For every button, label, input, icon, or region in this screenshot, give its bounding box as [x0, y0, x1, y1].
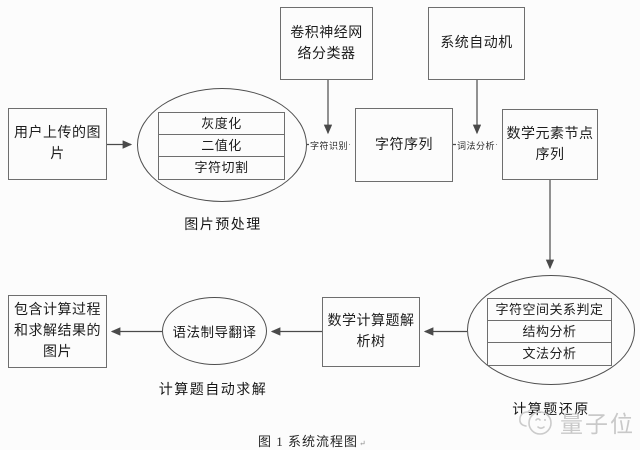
- node-system-automaton-label: 系统自动机: [440, 36, 513, 51]
- node-char-sequence: 字符序列: [355, 108, 453, 182]
- node-math-element-nodes: 数学元素节点序列: [502, 109, 598, 180]
- edge-label-char-recognition: 字符识别: [309, 139, 350, 152]
- node-result-image-label: 包含计算过程和求解结果的图片: [14, 303, 101, 360]
- node-preprocess-steps: 灰度化 二值化 字符切割: [158, 112, 285, 180]
- node-math-element-nodes-label: 数学元素节点序列: [506, 126, 594, 163]
- node-syntax-translation-label: 语法制导翻译: [172, 325, 257, 340]
- node-syntax-translation: 语法制导翻译: [162, 297, 267, 365]
- node-restore-steps: 字符空间关系判定 结构分析 文法分析: [487, 298, 612, 366]
- node-parse-tree-label: 数学计算题解析树: [327, 314, 415, 350]
- node-parse-tree: 数学计算题解析树: [322, 297, 420, 367]
- node-system-automaton: 系统自动机: [428, 7, 525, 80]
- preprocess-caption: 图片预处理: [184, 218, 262, 233]
- figure-caption: 图 1 系统流程图↵: [258, 431, 367, 450]
- preprocess-step-segment: 字符切割: [194, 160, 249, 175]
- restore-caption: 计算题还原: [512, 403, 590, 418]
- figure-caption-return-mark: ↵: [359, 439, 367, 448]
- watermark-brand: 量子位: [560, 410, 635, 437]
- restore-step-grammar: 文法分析: [522, 346, 577, 361]
- node-cnn-classifier-label: 卷积神经网络分类器: [290, 25, 363, 62]
- node-user-image-label: 用户上传的图片: [14, 126, 101, 162]
- node-user-image: 用户上传的图片: [8, 108, 107, 180]
- preprocess-step-grayscale: 灰度化: [159, 113, 284, 135]
- node-char-sequence-label: 字符序列: [375, 137, 433, 153]
- node-cnn-classifier: 卷积神经网络分类器: [280, 7, 373, 80]
- restore-step-spatial: 字符空间关系判定: [488, 299, 611, 321]
- qbitai-mascot-icon: [516, 402, 560, 445]
- preprocess-step-binarize: 二值化: [159, 135, 284, 157]
- node-result-image: 包含计算过程和求解结果的图片: [8, 295, 107, 368]
- syntax-translation-caption: 计算题自动求解: [158, 383, 268, 398]
- edge-label-lexical-analysis: 词法分析: [456, 139, 497, 152]
- watermark: 量子位: [516, 402, 635, 445]
- figure-caption-text: 图 1 系统流程图: [258, 434, 359, 449]
- restore-step-structure: 结构分析: [488, 321, 611, 343]
